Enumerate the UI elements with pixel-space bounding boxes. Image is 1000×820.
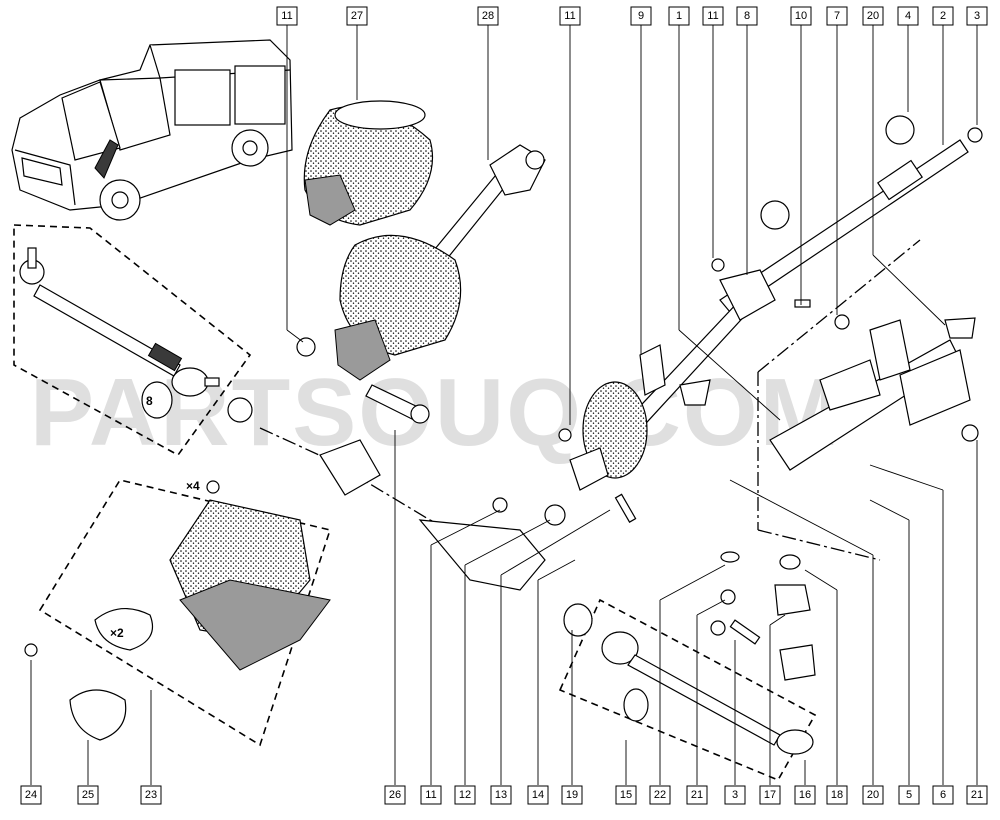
callouts-top: 11 27 28 11 9 1 11 8 10 7 20 4 2 3 [276, 6, 988, 26]
leader-lines-bottom [30, 430, 978, 785]
callout-bottom-6: 12 [454, 785, 476, 805]
callout-bottom-7: 13 [490, 785, 512, 805]
intermediate-shaft-28 [429, 144, 546, 266]
callout-bottom-14: 17 [759, 785, 781, 805]
callout-top-4: 11 [559, 6, 581, 26]
callout-top-9: 10 [790, 6, 812, 26]
callout-bottom-9: 19 [561, 785, 583, 805]
callouts-bottom: 24 25 23 26 11 12 13 14 19 15 22 21 3 17… [20, 785, 988, 805]
callout-bottom-18: 5 [898, 785, 920, 805]
svg-text:24: 24 [25, 789, 37, 801]
steering-column [558, 115, 983, 523]
svg-text:2: 2 [940, 10, 946, 22]
callout-bottom-16: 18 [826, 785, 848, 805]
svg-text:17: 17 [764, 789, 776, 801]
bolts-multiplier: ×4 [186, 479, 200, 493]
svg-text:12: 12 [459, 789, 471, 801]
ball-joints [710, 551, 816, 681]
callout-bottom-10: 15 [615, 785, 637, 805]
callout-bottom-11: 22 [649, 785, 671, 805]
svg-text:5: 5 [906, 789, 912, 801]
callout-top-7: 11 [702, 6, 724, 26]
rack-housing [227, 397, 566, 591]
svg-text:28: 28 [482, 10, 494, 22]
svg-text:20: 20 [867, 10, 879, 22]
svg-text:25: 25 [82, 789, 94, 801]
svg-text:15: 15 [620, 789, 632, 801]
callout-top-8: 8 [736, 6, 758, 26]
svg-text:8: 8 [146, 394, 153, 408]
callout-top-2: 27 [346, 6, 368, 26]
svg-text:6: 6 [940, 789, 946, 801]
svg-text:8: 8 [744, 10, 750, 22]
svg-text:11: 11 [281, 10, 292, 22]
svg-text:19: 19 [566, 789, 578, 801]
callout-top-14: 3 [966, 6, 988, 26]
rack-gaiter-group: ×4 ×2 [24, 479, 332, 747]
column-bracket [757, 239, 979, 561]
track-rod-group: 8 [13, 224, 252, 457]
svg-text:11: 11 [707, 10, 718, 22]
callout-bottom-8: 14 [527, 785, 549, 805]
callout-top-12: 4 [897, 6, 919, 26]
svg-text:4: 4 [905, 10, 911, 22]
svg-text:22: 22 [654, 789, 666, 801]
svg-text:18: 18 [831, 789, 843, 801]
callout-bottom-19: 6 [932, 785, 954, 805]
callout-top-10: 7 [826, 6, 848, 26]
svg-text:1: 1 [676, 10, 682, 22]
callout-bottom-12: 21 [686, 785, 708, 805]
svg-text:16: 16 [799, 789, 811, 801]
svg-text:11: 11 [425, 789, 436, 801]
callout-bottom-20: 21 [966, 785, 988, 805]
steering-boot-27 [303, 100, 434, 226]
rack-boot [296, 234, 462, 424]
svg-text:9: 9 [638, 10, 644, 22]
leader-lines-top [286, 25, 978, 425]
callout-top-5: 9 [630, 6, 652, 26]
svg-text:26: 26 [389, 789, 401, 801]
svg-text:21: 21 [971, 789, 983, 801]
svg-text:3: 3 [732, 789, 738, 801]
callout-top-11: 20 [862, 6, 884, 26]
callout-bottom-13: 3 [724, 785, 746, 805]
van-illustration [11, 39, 293, 221]
callout-top-6: 1 [668, 6, 690, 26]
callout-top-13: 2 [932, 6, 954, 26]
callout-top-3: 28 [477, 6, 499, 26]
callout-bottom-15: 16 [794, 785, 816, 805]
svg-text:20: 20 [867, 789, 879, 801]
callout-top-1: 11 [276, 6, 298, 26]
svg-text:10: 10 [795, 10, 807, 22]
svg-text:7: 7 [834, 10, 840, 22]
svg-text:14: 14 [532, 789, 544, 801]
callout-bottom-5: 11 [420, 785, 442, 805]
callout-bottom-2: 25 [77, 785, 99, 805]
svg-text:13: 13 [495, 789, 507, 801]
svg-text:21: 21 [691, 789, 703, 801]
svg-text:27: 27 [351, 10, 363, 22]
clamps-multiplier: ×2 [110, 626, 124, 640]
callout-bottom-4: 26 [384, 785, 406, 805]
svg-text:23: 23 [145, 789, 157, 801]
callout-bottom-17: 20 [862, 785, 884, 805]
svg-text:3: 3 [974, 10, 980, 22]
right-track-rod-group [558, 598, 817, 782]
callout-bottom-3: 23 [140, 785, 162, 805]
callout-bottom-1: 24 [20, 785, 42, 805]
svg-text:11: 11 [564, 10, 575, 22]
